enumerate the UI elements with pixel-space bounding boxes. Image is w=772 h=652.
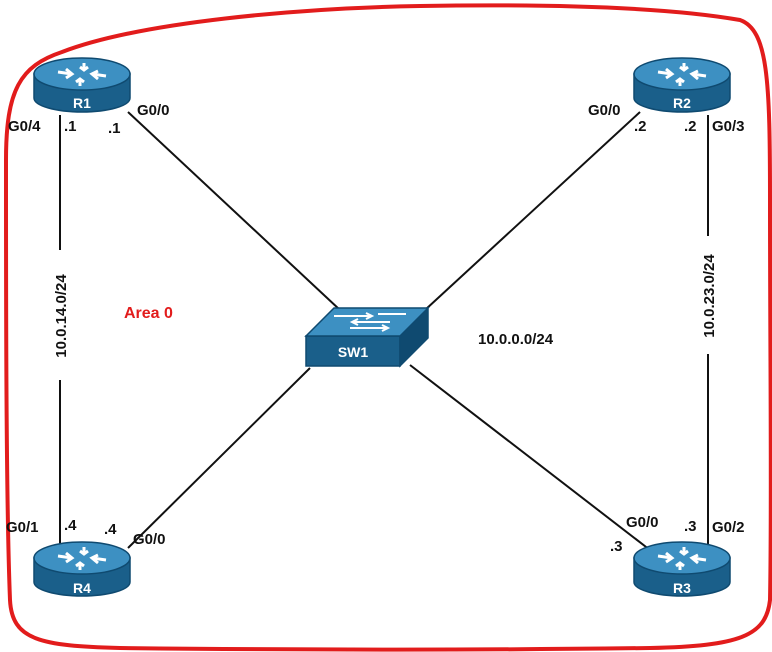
interface-label-r3-g0-0: G0/0 bbox=[626, 514, 659, 531]
switch-sw1[interactable]: SW1 bbox=[304, 306, 430, 368]
area-label: Area 0 bbox=[124, 305, 173, 322]
network-label-r2-r3: 10.0.23.0/24 bbox=[701, 254, 718, 338]
network-label-r1-r4: 10.0.14.0/24 bbox=[53, 274, 70, 358]
interface-label-r1-g0-0: G0/0 bbox=[137, 102, 170, 119]
router-icon bbox=[57, 63, 107, 86]
device-name-r1: R1 bbox=[73, 95, 91, 111]
interface-label-r2-g0-0: G0/0 bbox=[588, 102, 621, 119]
device-name-r2: R2 bbox=[673, 95, 691, 111]
ip-label-r1-g0-4: .1 bbox=[64, 118, 77, 135]
router-r2[interactable]: R2 bbox=[633, 57, 731, 113]
red-border-outline bbox=[3, 3, 772, 652]
switch-icon bbox=[334, 312, 406, 332]
router-r3[interactable]: R3 bbox=[633, 541, 731, 597]
link-r4-sw1 bbox=[127, 367, 311, 549]
device-name-r3: R3 bbox=[673, 580, 691, 596]
device-name-r4: R4 bbox=[73, 580, 91, 596]
router-icon bbox=[57, 547, 107, 570]
ip-label-r3-g0-0: .3 bbox=[610, 538, 623, 555]
device-name-sw1: SW1 bbox=[338, 344, 369, 360]
network-label-lan: 10.0.0.0/24 bbox=[478, 331, 554, 348]
ip-label-r1-g0-0: .1 bbox=[108, 120, 121, 137]
ip-label-r2-g0-3: .2 bbox=[684, 118, 697, 135]
router-r1[interactable]: R1 bbox=[33, 57, 131, 113]
ip-label-r2-g0-0: .2 bbox=[634, 118, 647, 135]
router-r4[interactable]: R4 bbox=[33, 541, 131, 597]
ip-label-r4-g0-1: .4 bbox=[64, 517, 77, 534]
link-r3-sw1 bbox=[409, 364, 651, 551]
interface-label-r4-g0-0: G0/0 bbox=[133, 531, 166, 548]
link-r1-sw1 bbox=[127, 111, 341, 311]
interface-label-r4-g0-1: G0/1 bbox=[6, 519, 39, 536]
interface-label-r1-g0-4: G0/4 bbox=[8, 118, 41, 135]
router-icon bbox=[657, 63, 707, 86]
link-r2-sw1 bbox=[424, 111, 641, 311]
ip-label-r4-g0-0: .4 bbox=[104, 521, 117, 538]
router-icon bbox=[657, 547, 707, 570]
interface-label-r3-g0-2: G0/2 bbox=[712, 519, 745, 536]
ip-label-r3-g0-2: .3 bbox=[684, 518, 697, 535]
interface-label-r2-g0-3: G0/3 bbox=[712, 118, 745, 135]
